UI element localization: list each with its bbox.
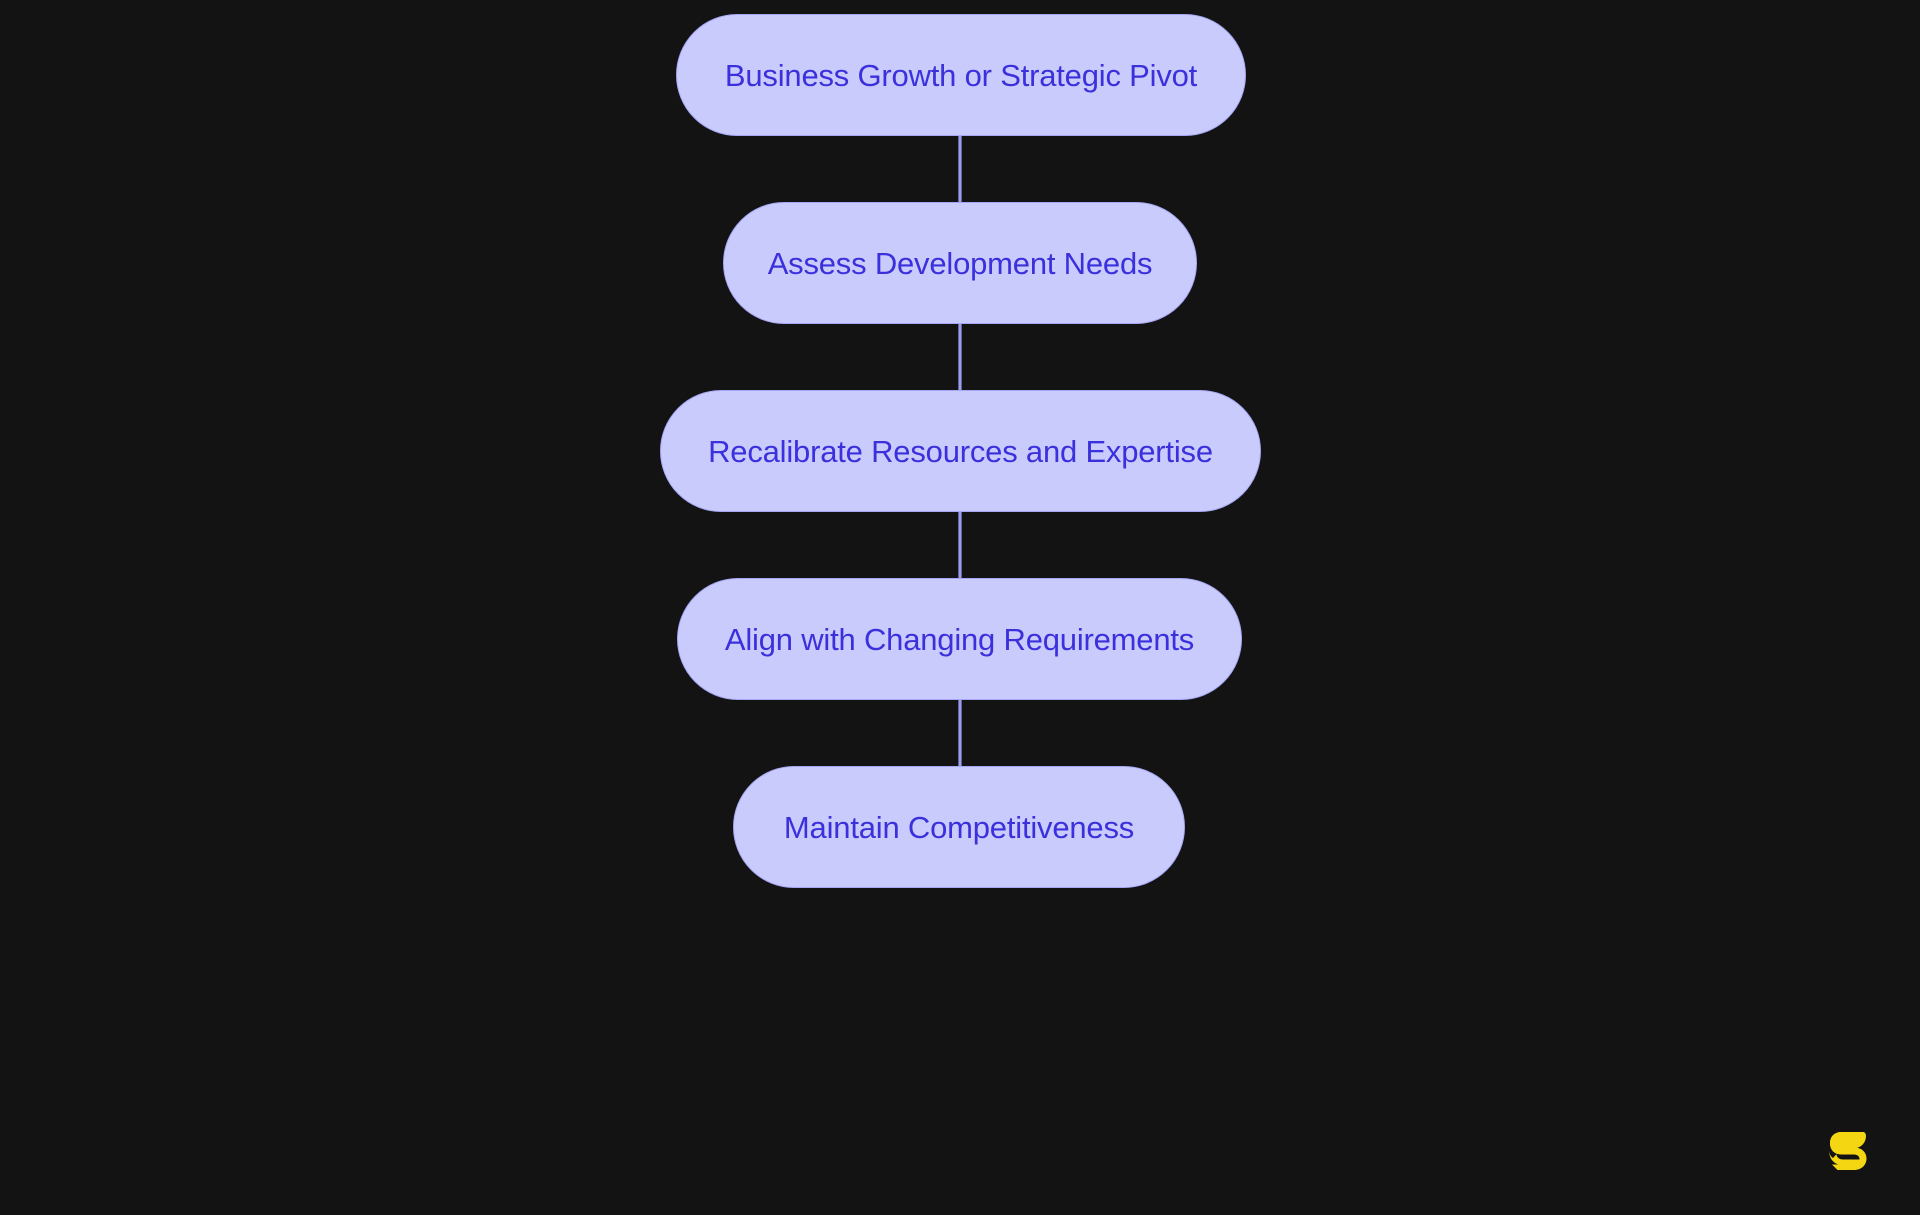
storydoc-s-logo-icon[interactable] [1828,1129,1868,1173]
flow-node-assess-development-needs[interactable]: Assess Development Needs [723,202,1197,324]
flow-node-label: Assess Development Needs [767,245,1153,281]
flow-node-align-with-changing-requirements[interactable]: Align with Changing Requirements [677,578,1242,700]
flow-node-label: Recalibrate Resources and Expertise [708,433,1213,469]
flow-node-label: Maintain Competitiveness [783,809,1135,845]
flow-node-recalibrate-resources-and-expertise[interactable]: Recalibrate Resources and Expertise [660,390,1261,512]
flow-node-label: Business Growth or Strategic Pivot [724,57,1198,93]
flow-node-maintain-competitiveness[interactable]: Maintain Competitiveness [733,766,1185,888]
flow-node-label: Align with Changing Requirements [724,621,1195,657]
flow-node-business-growth-or-strategic-pivot[interactable]: Business Growth or Strategic Pivot [676,14,1246,136]
